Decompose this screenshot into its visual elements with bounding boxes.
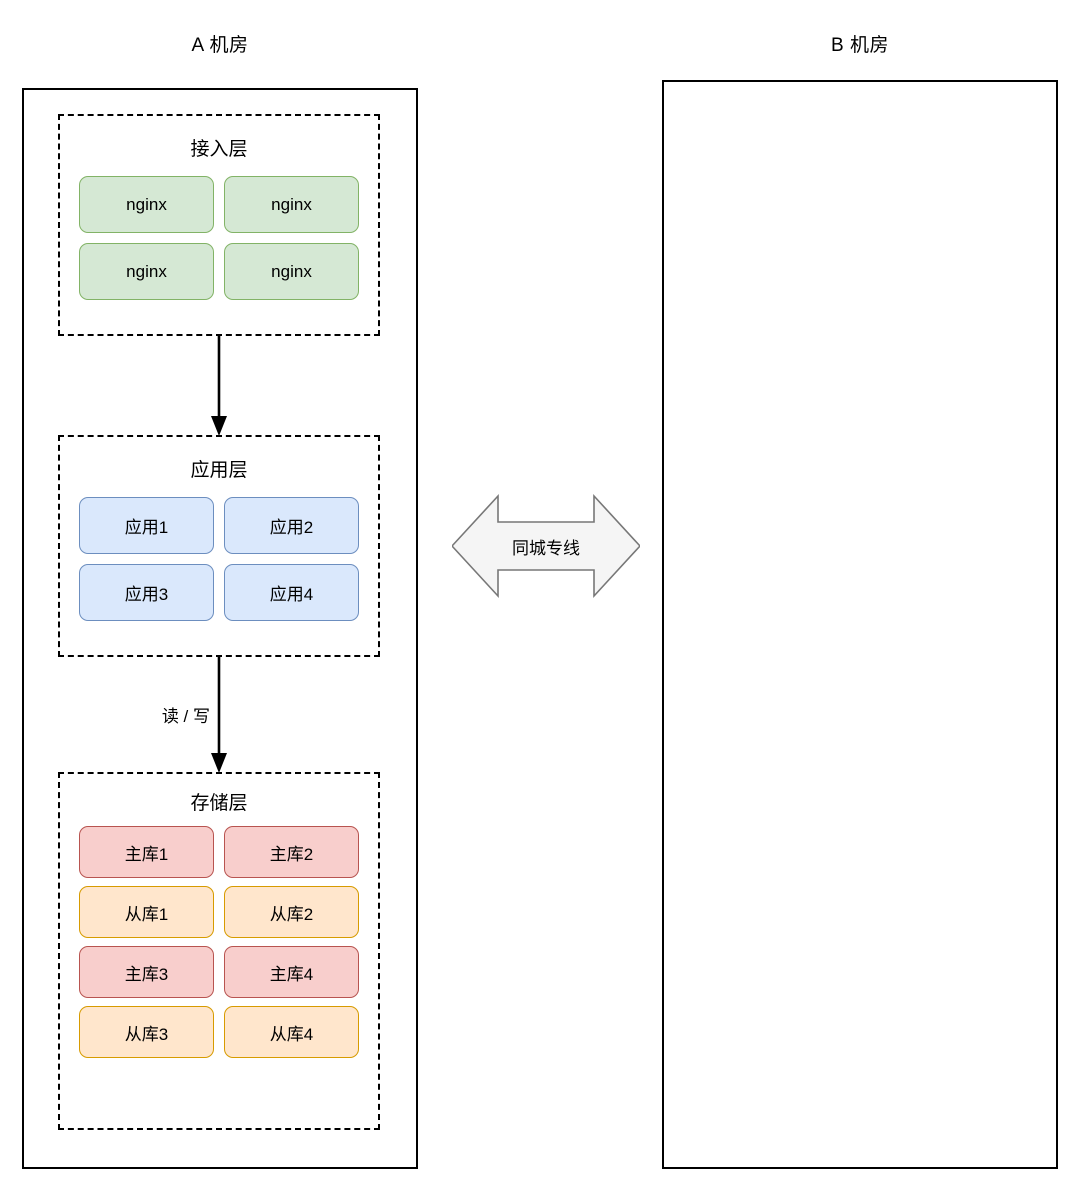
bidirectional-link-arrow-icon xyxy=(452,493,640,599)
node-app-1[interactable]: 应用1 xyxy=(79,497,214,554)
node-app-2[interactable]: 应用2 xyxy=(224,497,359,554)
datacenter-b-title: B 机房 xyxy=(831,35,889,56)
application-layer-title: 应用层 xyxy=(190,460,248,481)
node-nginx-4[interactable]: nginx xyxy=(224,243,359,300)
node-master-db-2[interactable]: 主库2 xyxy=(224,826,359,878)
node-app-3[interactable]: 应用3 xyxy=(79,564,214,621)
node-nginx-2[interactable]: nginx xyxy=(224,176,359,233)
node-slave-db-1[interactable]: 从库1 xyxy=(79,886,214,938)
node-master-db-4[interactable]: 主库4 xyxy=(224,946,359,998)
application-layer-node-grid: 应用1 应用2 应用3 应用4 xyxy=(79,497,359,621)
application-layer-group: 应用层 应用1 应用2 应用3 应用4 xyxy=(58,435,380,657)
datacenter-a-title: A 机房 xyxy=(191,35,249,56)
node-slave-db-2[interactable]: 从库2 xyxy=(224,886,359,938)
access-layer-group: 接入层 nginx nginx nginx nginx xyxy=(58,114,380,336)
storage-layer-group: 存储层 主库1 主库2 从库1 从库2 主库3 主库4 从库3 从库4 xyxy=(58,772,380,1130)
arrow-app-to-storage-icon xyxy=(211,657,227,773)
node-slave-db-4[interactable]: 从库4 xyxy=(224,1006,359,1058)
storage-layer-title: 存储层 xyxy=(190,793,248,814)
node-master-db-3[interactable]: 主库3 xyxy=(79,946,214,998)
read-write-label: 读 / 写 xyxy=(161,707,210,726)
arrow-access-to-app-icon xyxy=(211,336,227,436)
node-nginx-3[interactable]: nginx xyxy=(79,243,214,300)
storage-layer-node-grid: 主库1 主库2 从库1 从库2 主库3 主库4 从库3 从库4 xyxy=(79,826,359,1058)
datacenter-b-box xyxy=(662,80,1058,1169)
access-layer-title: 接入层 xyxy=(190,139,248,160)
node-app-4[interactable]: 应用4 xyxy=(224,564,359,621)
node-nginx-1[interactable]: nginx xyxy=(79,176,214,233)
dedicated-line-label: 同城专线 xyxy=(512,539,580,558)
node-slave-db-3[interactable]: 从库3 xyxy=(79,1006,214,1058)
access-layer-node-grid: nginx nginx nginx nginx xyxy=(79,176,359,300)
node-master-db-1[interactable]: 主库1 xyxy=(79,826,214,878)
